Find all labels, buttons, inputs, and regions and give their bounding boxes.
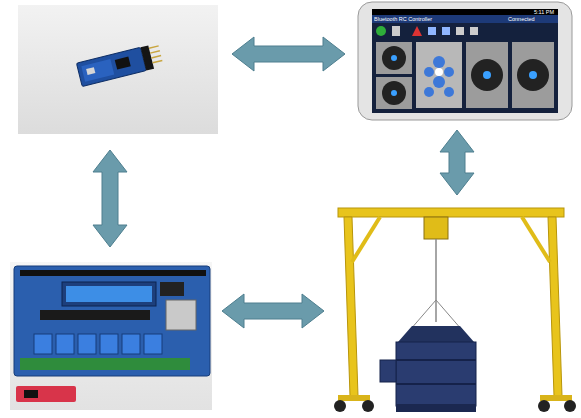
gantry-crane-photo	[334, 208, 576, 412]
double-arrow	[232, 37, 345, 71]
screen-text: Connected	[508, 16, 535, 23]
double-arrow	[222, 294, 324, 328]
screen-text: Bluetooth RC Controller	[374, 16, 432, 23]
smartphone-node: Bluetooth RC Controller Connected5:11 PM	[358, 2, 572, 120]
bluetooth-module-node	[18, 5, 218, 134]
double-arrow	[440, 130, 474, 195]
double-arrow	[93, 150, 127, 247]
bluetooth-module-photo	[18, 5, 218, 134]
controller-board-photo	[10, 262, 212, 410]
controller-board-node	[10, 262, 212, 410]
smartphone-photo	[358, 2, 572, 120]
screen-text: 5:11 PM	[534, 9, 554, 16]
gantry-crane-node	[328, 205, 575, 412]
